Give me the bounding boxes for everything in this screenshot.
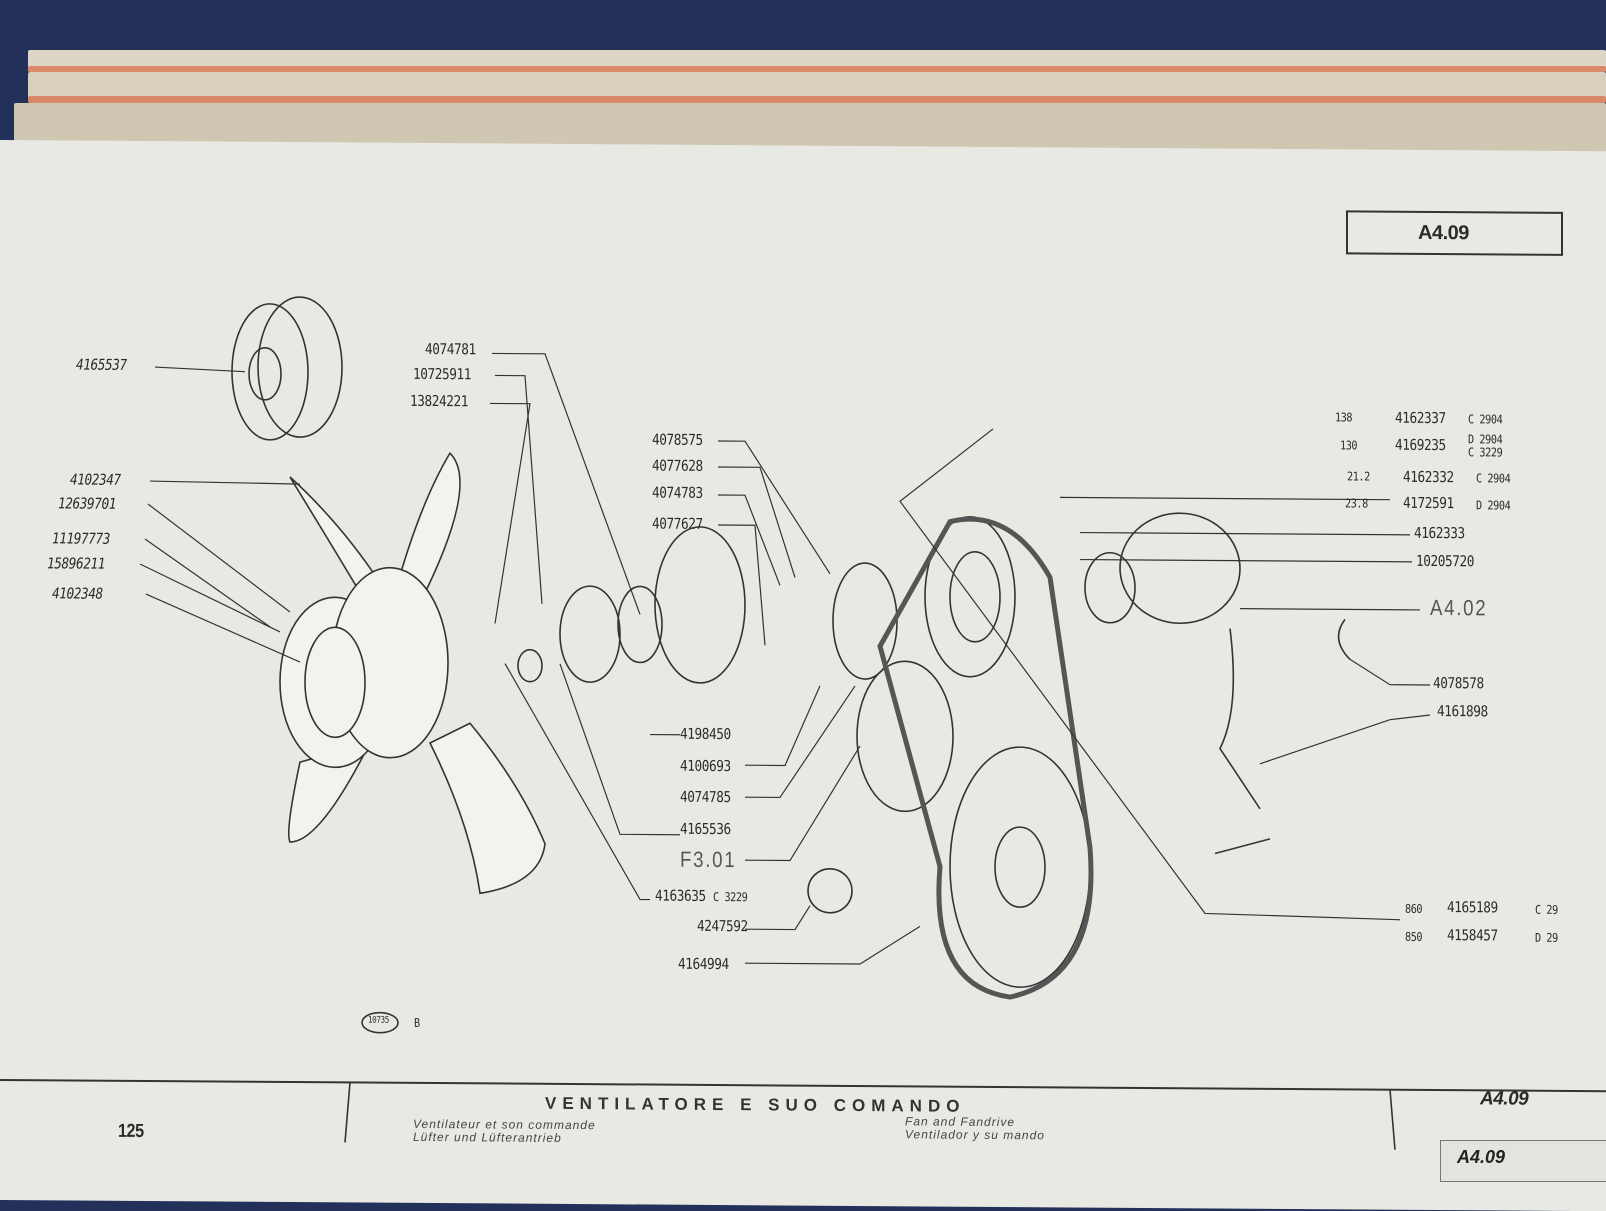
part-label[interactable]: 12639701 xyxy=(58,494,117,513)
part-label[interactable]: 4161898 xyxy=(1437,702,1488,721)
size-value: 21.2 xyxy=(1347,469,1370,484)
part-label[interactable]: 13824221 xyxy=(410,391,469,411)
part-label[interactable]: 4074785 xyxy=(680,787,731,807)
belt-drawing xyxy=(877,516,1094,1000)
part-label[interactable]: 4165536 xyxy=(680,819,731,839)
part-label[interactable]: 4165537 xyxy=(76,355,127,374)
variant-code: C 2904 xyxy=(1476,471,1511,486)
page-code-box xyxy=(1346,210,1563,256)
footer-rule xyxy=(0,1079,1606,1093)
nut-drawing xyxy=(517,648,543,683)
part-number: 4163635 xyxy=(655,886,706,905)
part-label[interactable]: 4163635 C 3229 xyxy=(655,887,747,906)
part-label[interactable]: 11197773 xyxy=(52,529,111,548)
part-label[interactable]: 10205720 xyxy=(1416,551,1475,571)
leader-lines xyxy=(139,352,1431,965)
page-number: 125 xyxy=(118,1120,144,1143)
part-label[interactable]: 4074783 xyxy=(652,483,703,502)
flange-drawing xyxy=(559,585,621,683)
part-label[interactable]: 4164994 xyxy=(678,954,729,974)
part-label[interactable]: 4169235 xyxy=(1395,435,1446,455)
part-label[interactable]: 4100693 xyxy=(680,756,731,776)
subtitle-es: Ventilador y su mando xyxy=(905,1127,1045,1143)
variant-code: C 29 xyxy=(1535,902,1558,917)
fan-hub-drawing xyxy=(231,296,343,441)
size-value: 130 xyxy=(1340,438,1358,453)
figure-ref-oval xyxy=(361,1011,399,1034)
page-edge-orange xyxy=(28,66,1606,72)
housing-drawing xyxy=(654,526,746,684)
part-label[interactable]: 4078578 xyxy=(1433,674,1484,693)
figure-ref: 10735 xyxy=(368,1015,389,1026)
exploded-diagram xyxy=(0,210,1606,1150)
variant-code: C 3229 xyxy=(1468,445,1503,460)
part-label[interactable]: 4102348 xyxy=(52,584,103,603)
cross-reference-f301[interactable]: F3.01 xyxy=(680,846,737,873)
footer-page-code: A4.09 xyxy=(1480,1088,1529,1110)
cross-reference-a402[interactable]: A4.02 xyxy=(1430,594,1488,621)
part-label[interactable]: 4077627 xyxy=(652,514,703,533)
subtitle-de: Lüfter und Lüfterantrieb xyxy=(413,1129,562,1145)
spacer-drawing xyxy=(832,562,898,680)
part-label[interactable]: 4162337 xyxy=(1395,408,1446,428)
variant-code: C 3229 xyxy=(713,889,748,905)
variant-code: D 29 xyxy=(1535,930,1558,945)
nut-4247592 xyxy=(807,867,853,914)
pulley-drawing xyxy=(807,515,1091,988)
variant-code: C 2904 xyxy=(1468,412,1503,427)
part-label[interactable]: 4158457 xyxy=(1447,926,1498,945)
part-label[interactable]: 4162333 xyxy=(1414,523,1465,543)
part-label[interactable]: 4198450 xyxy=(680,724,731,744)
part-label[interactable]: 4172591 xyxy=(1403,493,1454,513)
part-label[interactable]: 4162332 xyxy=(1403,467,1454,487)
part-label[interactable]: 4165189 xyxy=(1447,898,1498,917)
fan-drawing xyxy=(279,451,546,895)
page-edge-orange xyxy=(28,96,1606,103)
bearing-drawing xyxy=(617,585,663,664)
part-label[interactable]: 15896211 xyxy=(47,554,106,573)
page-title: VENTILATORE E SUO COMANDO xyxy=(545,1093,966,1116)
variant-code: D 2904 xyxy=(1476,498,1511,513)
size-value: 860 xyxy=(1405,901,1423,916)
alternator-drawing xyxy=(1084,512,1351,855)
catalog-page: A4.09 4165537 4102347 12639701 11197773 … xyxy=(0,140,1606,1211)
next-page-tab[interactable]: A4.09 xyxy=(1440,1140,1606,1182)
size-value: 850 xyxy=(1405,929,1423,944)
figure-variant: B xyxy=(414,1015,420,1030)
next-page-code: A4.09 xyxy=(1457,1147,1506,1167)
part-label[interactable]: 4078575 xyxy=(652,430,703,449)
size-value: 23.8 xyxy=(1345,496,1368,511)
part-label[interactable]: 4074781 xyxy=(425,339,476,359)
part-label[interactable]: 4077628 xyxy=(652,456,703,475)
part-label[interactable]: 4102347 xyxy=(70,470,121,489)
size-value: 138 xyxy=(1335,410,1353,425)
part-label[interactable]: 4247592 xyxy=(697,916,748,936)
page-code: A4.09 xyxy=(1418,221,1469,245)
part-label[interactable]: 10725911 xyxy=(413,364,472,384)
